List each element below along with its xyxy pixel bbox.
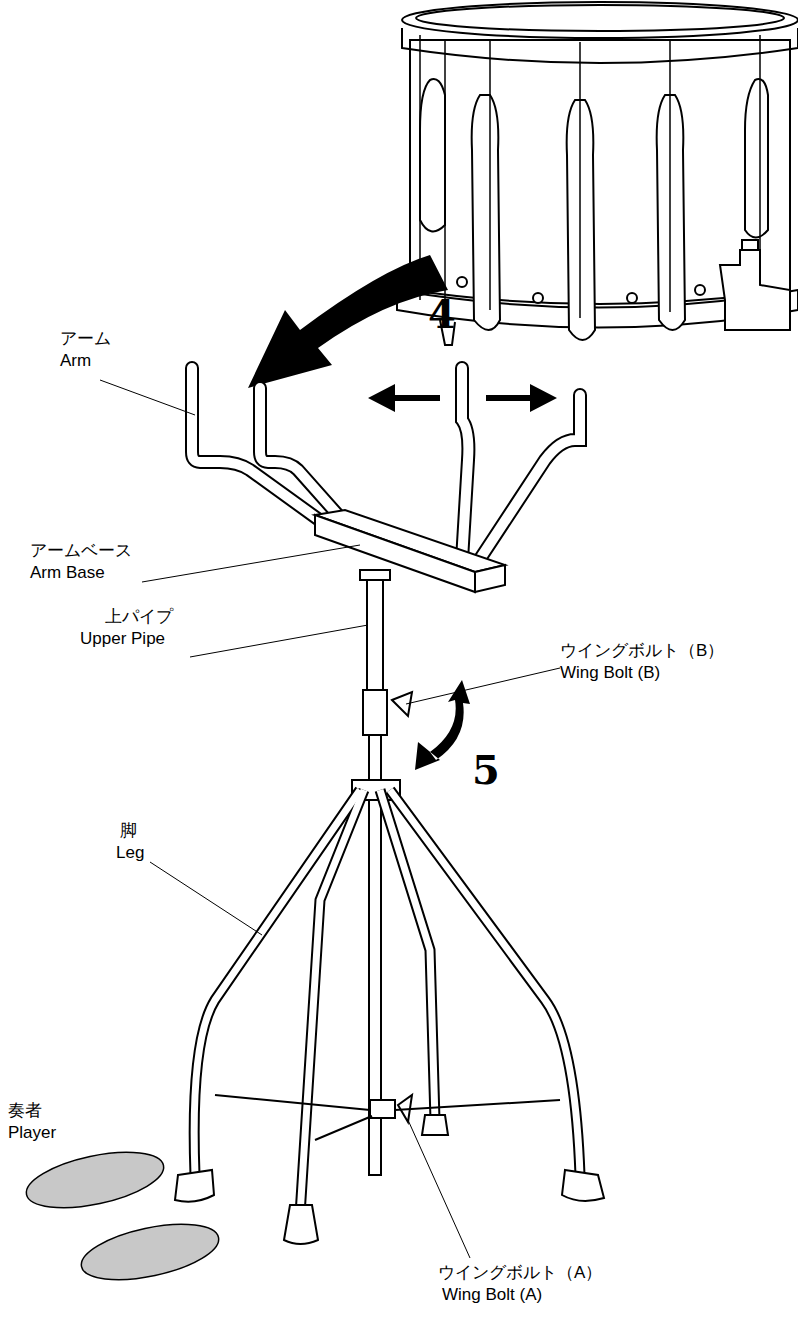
leader-lines <box>100 380 560 1258</box>
feet <box>175 1115 604 1244</box>
spread-arrow <box>368 384 440 412</box>
person-label: Player <box>8 1122 56 1143</box>
part-name: ウイングボルト（A） <box>438 1262 602 1283</box>
spread-arrow <box>486 384 557 412</box>
part-name: Wing Bolt (A) <box>442 1284 542 1305</box>
part-name: 脚 <box>120 820 137 841</box>
placement-arrow <box>248 255 448 388</box>
part-name: Wing Bolt (B) <box>560 662 660 683</box>
part-name: Leg <box>116 842 144 863</box>
part-name: アーム <box>60 328 111 349</box>
braces <box>215 1095 560 1140</box>
callout-number: 4 <box>428 292 456 336</box>
adjust-arrow <box>415 680 470 770</box>
arm-base <box>315 510 505 592</box>
callout-number: 5 <box>472 748 500 792</box>
part-name: Arm <box>60 350 91 371</box>
footprint <box>22 1142 169 1218</box>
part-name: 上パイプ <box>105 606 173 627</box>
legs <box>194 790 580 1215</box>
part-name: Arm Base <box>30 562 105 583</box>
part-name: アームベース <box>30 540 132 561</box>
footprint <box>77 1214 224 1290</box>
person-label: 奏者 <box>8 1100 42 1121</box>
drum <box>397 2 798 345</box>
part-name: Upper Pipe <box>80 628 165 649</box>
part-name: ウイングボルト（B） <box>560 640 724 661</box>
